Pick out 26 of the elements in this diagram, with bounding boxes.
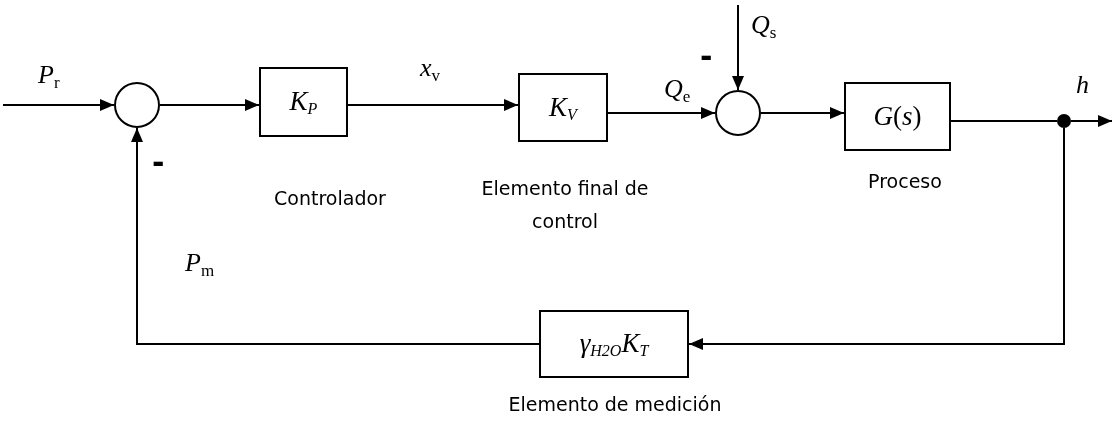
signal-arrow — [760, 107, 845, 119]
signal-arrow — [2, 99, 115, 111]
sum-junction-circle — [715, 90, 761, 136]
sum-junction-circle — [114, 82, 160, 128]
signal-arrow — [1070, 115, 1113, 127]
transfer-function: γ$_{H2O}$K$_{T}$ — [579, 328, 649, 360]
signal-arrow — [131, 127, 540, 345]
signal-arrow — [732, 4, 744, 91]
transfer-block — [539, 310, 689, 378]
block-caption: Controlador — [273, 186, 387, 211]
minus-sign: - — [152, 148, 165, 178]
transfer-function: G(s) — [873, 101, 922, 132]
minus-sign: - — [700, 42, 713, 72]
signal-arrow — [347, 99, 519, 111]
block-caption: Elemento final de control — [480, 176, 650, 235]
signal-arrow — [688, 127, 1065, 350]
transfer-function: K$_{P}$ — [289, 86, 318, 118]
transfer-function: K$_{V}$ — [549, 91, 577, 124]
branch-point-dot — [1057, 114, 1071, 128]
block-caption: Elemento de medición — [507, 392, 723, 417]
block-caption: Proceso — [867, 169, 943, 194]
signal-arrow — [607, 107, 716, 119]
transfer-block — [844, 82, 951, 151]
transfer-block — [259, 67, 348, 137]
signal-arrow — [159, 99, 260, 111]
transfer-block — [518, 73, 608, 142]
